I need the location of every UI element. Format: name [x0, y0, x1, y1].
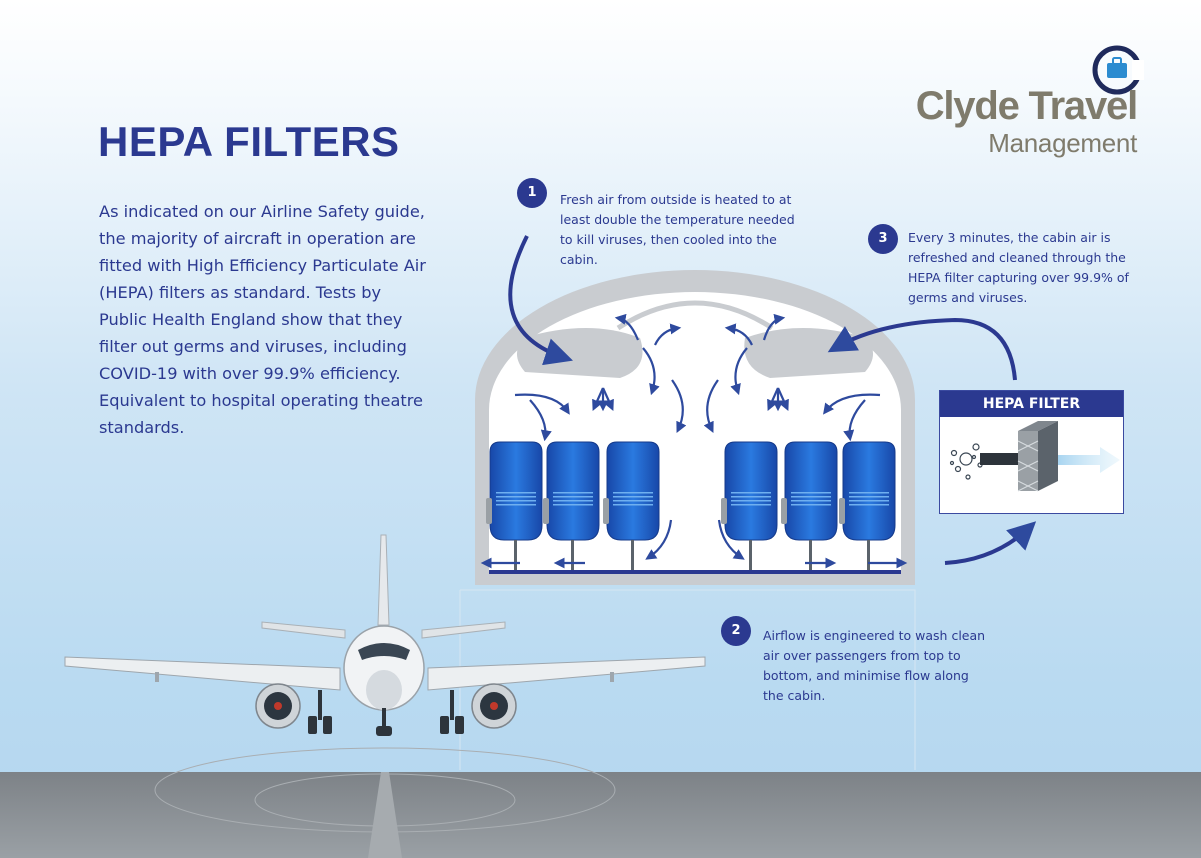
intro-paragraph: As indicated on our Airline Safety guide… [99, 202, 426, 437]
step-2-badge: 2 [721, 616, 751, 646]
logo-subtitle: Management [988, 128, 1137, 158]
step-1-badge: 1 [517, 178, 547, 208]
filter-icon [1017, 421, 1058, 492]
hepa-filter-label: HEPA FILTER [940, 391, 1123, 417]
logo-emblem [1092, 45, 1144, 95]
seat [721, 441, 778, 570]
seat [781, 441, 838, 570]
runway [0, 747, 1201, 858]
step-1-text: Fresh air from outside is heated to at l… [560, 192, 795, 267]
seat [486, 441, 543, 570]
seat [603, 441, 660, 570]
process-arrows [508, 235, 1037, 565]
step-2-text: Airflow is engineered to wash clean air … [763, 628, 986, 703]
airflow-arrows [480, 313, 908, 569]
step-3-text: Every 3 minutes, the cabin air is refres… [908, 230, 1129, 305]
hepa-filter-panel: HEPA FILTER [939, 390, 1124, 514]
page-title: HEPA FILTERS [98, 118, 400, 165]
seat [543, 441, 600, 570]
filter-diagram [949, 421, 1120, 492]
airplane [64, 534, 706, 736]
suitcase-icon [1107, 57, 1127, 78]
logo-title: Clyde Travel [915, 84, 1138, 128]
seats [486, 441, 896, 570]
particles-icon [949, 443, 983, 480]
seat [839, 441, 896, 570]
step-3-badge: 3 [868, 224, 898, 254]
